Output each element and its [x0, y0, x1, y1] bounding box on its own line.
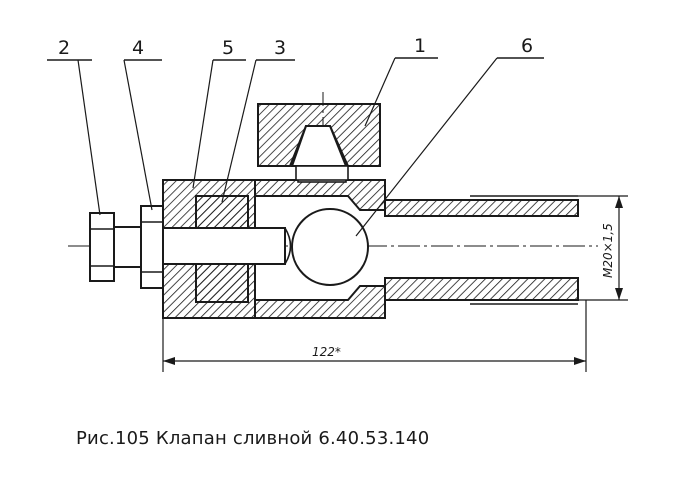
- figure-caption: Рис.105 Клапан сливной 6.40.53.140: [76, 428, 430, 449]
- part-4-nut: [140, 205, 164, 289]
- part-2-bolt-head: [89, 212, 143, 282]
- callout-1: 1: [414, 35, 426, 57]
- callout-5: 5: [222, 37, 234, 59]
- callout-6: 6: [521, 35, 533, 57]
- part-1-cap-nut: [257, 103, 381, 181]
- callout-2: 2: [58, 37, 70, 59]
- leader-lines: [47, 57, 544, 237]
- callout-4: 4: [132, 37, 144, 59]
- thread-dimension: [578, 195, 628, 301]
- outlet-tube: [384, 195, 579, 305]
- callout-3: 3: [274, 37, 286, 59]
- thread-dimension-label: М20×1,5: [601, 223, 615, 278]
- bolt-shank: [162, 227, 292, 265]
- length-dimension-label: 122*: [312, 345, 341, 359]
- length-dimension: [162, 300, 587, 372]
- part-6-ball: [291, 208, 369, 286]
